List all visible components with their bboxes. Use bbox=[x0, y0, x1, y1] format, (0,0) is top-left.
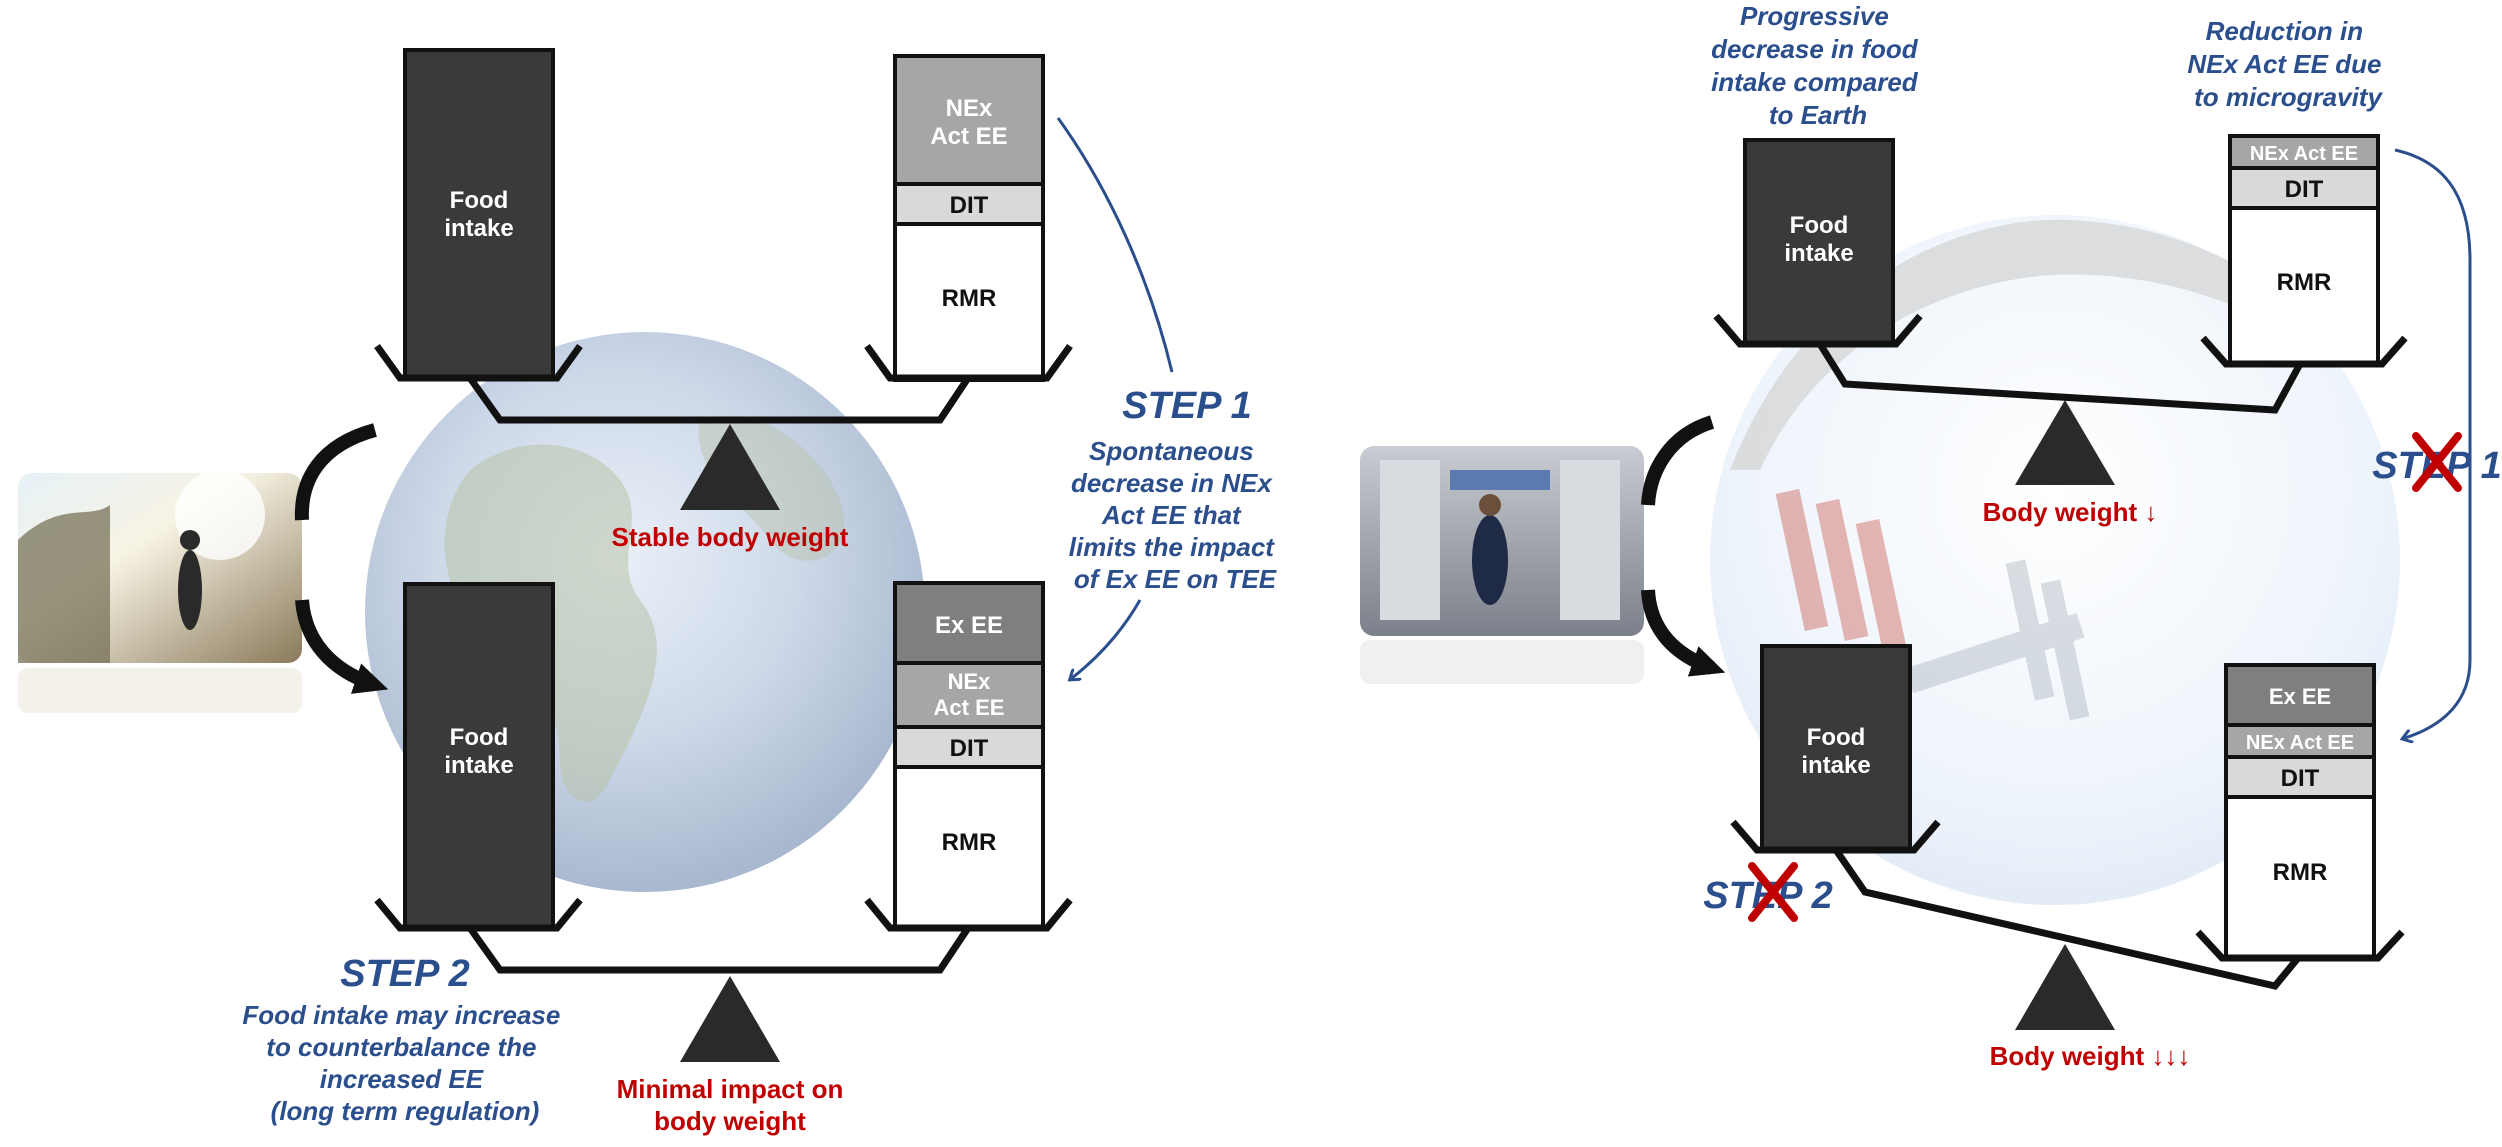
svg-text:Ex EE: Ex EE bbox=[935, 612, 1003, 639]
step1-arrow-top bbox=[1056, 117, 1174, 373]
runner-photo bbox=[18, 470, 302, 713]
step2-title: STEP 2 bbox=[340, 953, 470, 995]
svg-text:RMR: RMR bbox=[2273, 859, 2328, 886]
step1-arrow bbox=[2394, 148, 2472, 738]
step2-cross-icon bbox=[1748, 862, 1798, 922]
svg-text:DIT: DIT bbox=[950, 735, 989, 762]
step1-text: Spontaneous decrease in NEx Act EE that … bbox=[1069, 436, 1281, 594]
scale-pan-left bbox=[1730, 819, 1941, 854]
scale-pan-left bbox=[1713, 313, 1923, 348]
dit-block bbox=[2224, 755, 2376, 799]
curved-arrow-top bbox=[1641, 415, 1715, 506]
food-intake-block bbox=[403, 582, 555, 930]
scale-pan-right bbox=[2200, 335, 2408, 368]
scale-beam bbox=[1833, 848, 2301, 990]
iss-treadmill-photo bbox=[1360, 446, 1644, 684]
svg-text:Body weight ↓↓↓: Body weight ↓↓↓ bbox=[1990, 1041, 2191, 1071]
right-space-scenario: Progressive decrease in food intake comp… bbox=[1360, 1, 2502, 1071]
curved-arrow-bottom bbox=[295, 599, 389, 694]
scale-pan-right bbox=[864, 897, 1073, 932]
step1-title: STEP 1 bbox=[1122, 385, 1252, 427]
curved-arrow-bottom bbox=[1641, 589, 1726, 677]
svg-text:RMR: RMR bbox=[2277, 269, 2332, 296]
step2-text: Food intake may increase to counterbalan… bbox=[242, 1000, 567, 1126]
dit-block bbox=[893, 182, 1045, 226]
food-intake-block bbox=[403, 48, 555, 380]
rmr-block bbox=[893, 765, 1045, 929]
nex-act-ee-block bbox=[2224, 723, 2376, 759]
curved-arrow-top bbox=[294, 423, 377, 521]
nex-reduction-note: Reduction in NEx Act EE due to micrograv… bbox=[2187, 16, 2388, 112]
rmr-block bbox=[893, 222, 1045, 382]
svg-text:Ex EE: Ex EE bbox=[2269, 684, 2331, 709]
scale-beam bbox=[1817, 342, 2304, 414]
scale-beam bbox=[467, 375, 971, 424]
step1-arrow-bottom bbox=[1072, 599, 1142, 678]
astronaut-figure bbox=[1472, 515, 1508, 605]
svg-text:RMR: RMR bbox=[942, 285, 997, 312]
step1-cross-icon bbox=[2412, 432, 2462, 492]
scale-fulcrum bbox=[680, 976, 780, 1062]
scale-pan-left bbox=[374, 897, 583, 932]
svg-text:NEx Act EE: NEx Act EE bbox=[2246, 732, 2354, 754]
scale-fulcrum bbox=[2015, 400, 2115, 485]
svg-text:Stable body weight: Stable body weight bbox=[612, 522, 849, 552]
scale-pan-right bbox=[864, 343, 1073, 382]
food-decrease-note: Progressive decrease in food intake comp… bbox=[1711, 1, 1925, 130]
svg-text:DIT: DIT bbox=[950, 192, 989, 219]
svg-text:RMR: RMR bbox=[942, 829, 997, 856]
scale-pan-left bbox=[374, 343, 583, 382]
ex-ee-block bbox=[2224, 663, 2376, 727]
iss-station bbox=[1775, 489, 2090, 721]
nex-act-ee-block bbox=[893, 661, 1045, 729]
rmr-block bbox=[2228, 206, 2380, 366]
scale-fulcrum bbox=[680, 424, 780, 510]
svg-text:DIT: DIT bbox=[2285, 176, 2324, 203]
svg-text:Body weight ↓: Body weight ↓ bbox=[1983, 497, 2158, 527]
runner-figure bbox=[178, 550, 202, 630]
svg-text:DIT: DIT bbox=[2281, 765, 2320, 792]
scale-fulcrum bbox=[2015, 944, 2115, 1030]
svg-text:NEx Act EE: NEx Act EE bbox=[2250, 143, 2358, 165]
scale-beam bbox=[467, 925, 971, 974]
scale-pan-right bbox=[2195, 929, 2405, 962]
food-intake-block bbox=[1743, 138, 1895, 346]
